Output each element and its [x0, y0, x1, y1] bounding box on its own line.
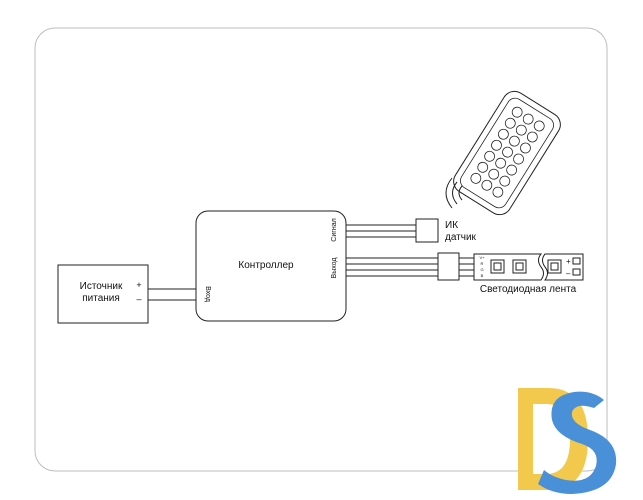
- diagram-frame: [34, 27, 608, 472]
- controller-output-label: Выход: [331, 258, 338, 279]
- ir-signal-icon: [445, 177, 463, 209]
- ir-sensor-label-line1: ИК: [445, 220, 458, 231]
- ir-sensor-label-line2: датчик: [445, 232, 477, 243]
- power-supply-minus: –: [136, 294, 141, 304]
- power-supply: Источник питания + –: [57, 264, 149, 324]
- led-pad-plus: [572, 257, 581, 265]
- controller-title: Контроллер: [238, 260, 294, 271]
- controller-input-label: Вход: [204, 286, 211, 302]
- led-strip-minus: –: [566, 269, 571, 278]
- led-strip-label: Светодиодная лента: [480, 284, 577, 295]
- led-pad-minus: [572, 268, 581, 276]
- led-pin-label: G: [480, 267, 483, 272]
- led-pin-label: R: [481, 261, 484, 266]
- ir-sensor-box: [415, 218, 439, 243]
- led-pin-label: B: [481, 273, 484, 278]
- power-supply-label-line1: Источник: [80, 281, 123, 292]
- led-chip: [490, 259, 505, 274]
- led-strip-plus: +: [566, 257, 571, 266]
- controller: Контроллер Вход Сигнал Выход: [195, 210, 347, 322]
- output-wires: [346, 257, 438, 277]
- led-strip: V+ R G B + – Светодиодная лента: [437, 252, 584, 295]
- power-supply-box: [57, 264, 149, 324]
- led-chip: [512, 259, 527, 274]
- controller-signal-label: Сигнал: [331, 218, 338, 241]
- led-chip: [547, 259, 562, 274]
- power-supply-label-line2: питания: [82, 293, 120, 304]
- controller-box: [195, 210, 347, 322]
- signal-wires: [346, 224, 416, 238]
- led-strip-connector: [437, 252, 460, 281]
- power-wires: [148, 288, 196, 301]
- ir-remote-icon: [453, 90, 561, 216]
- led-pin-label: V+: [479, 255, 485, 260]
- ir-sensor: ИК датчик: [415, 218, 477, 243]
- ds-logo: DS: [518, 388, 617, 494]
- power-supply-plus: +: [136, 280, 141, 290]
